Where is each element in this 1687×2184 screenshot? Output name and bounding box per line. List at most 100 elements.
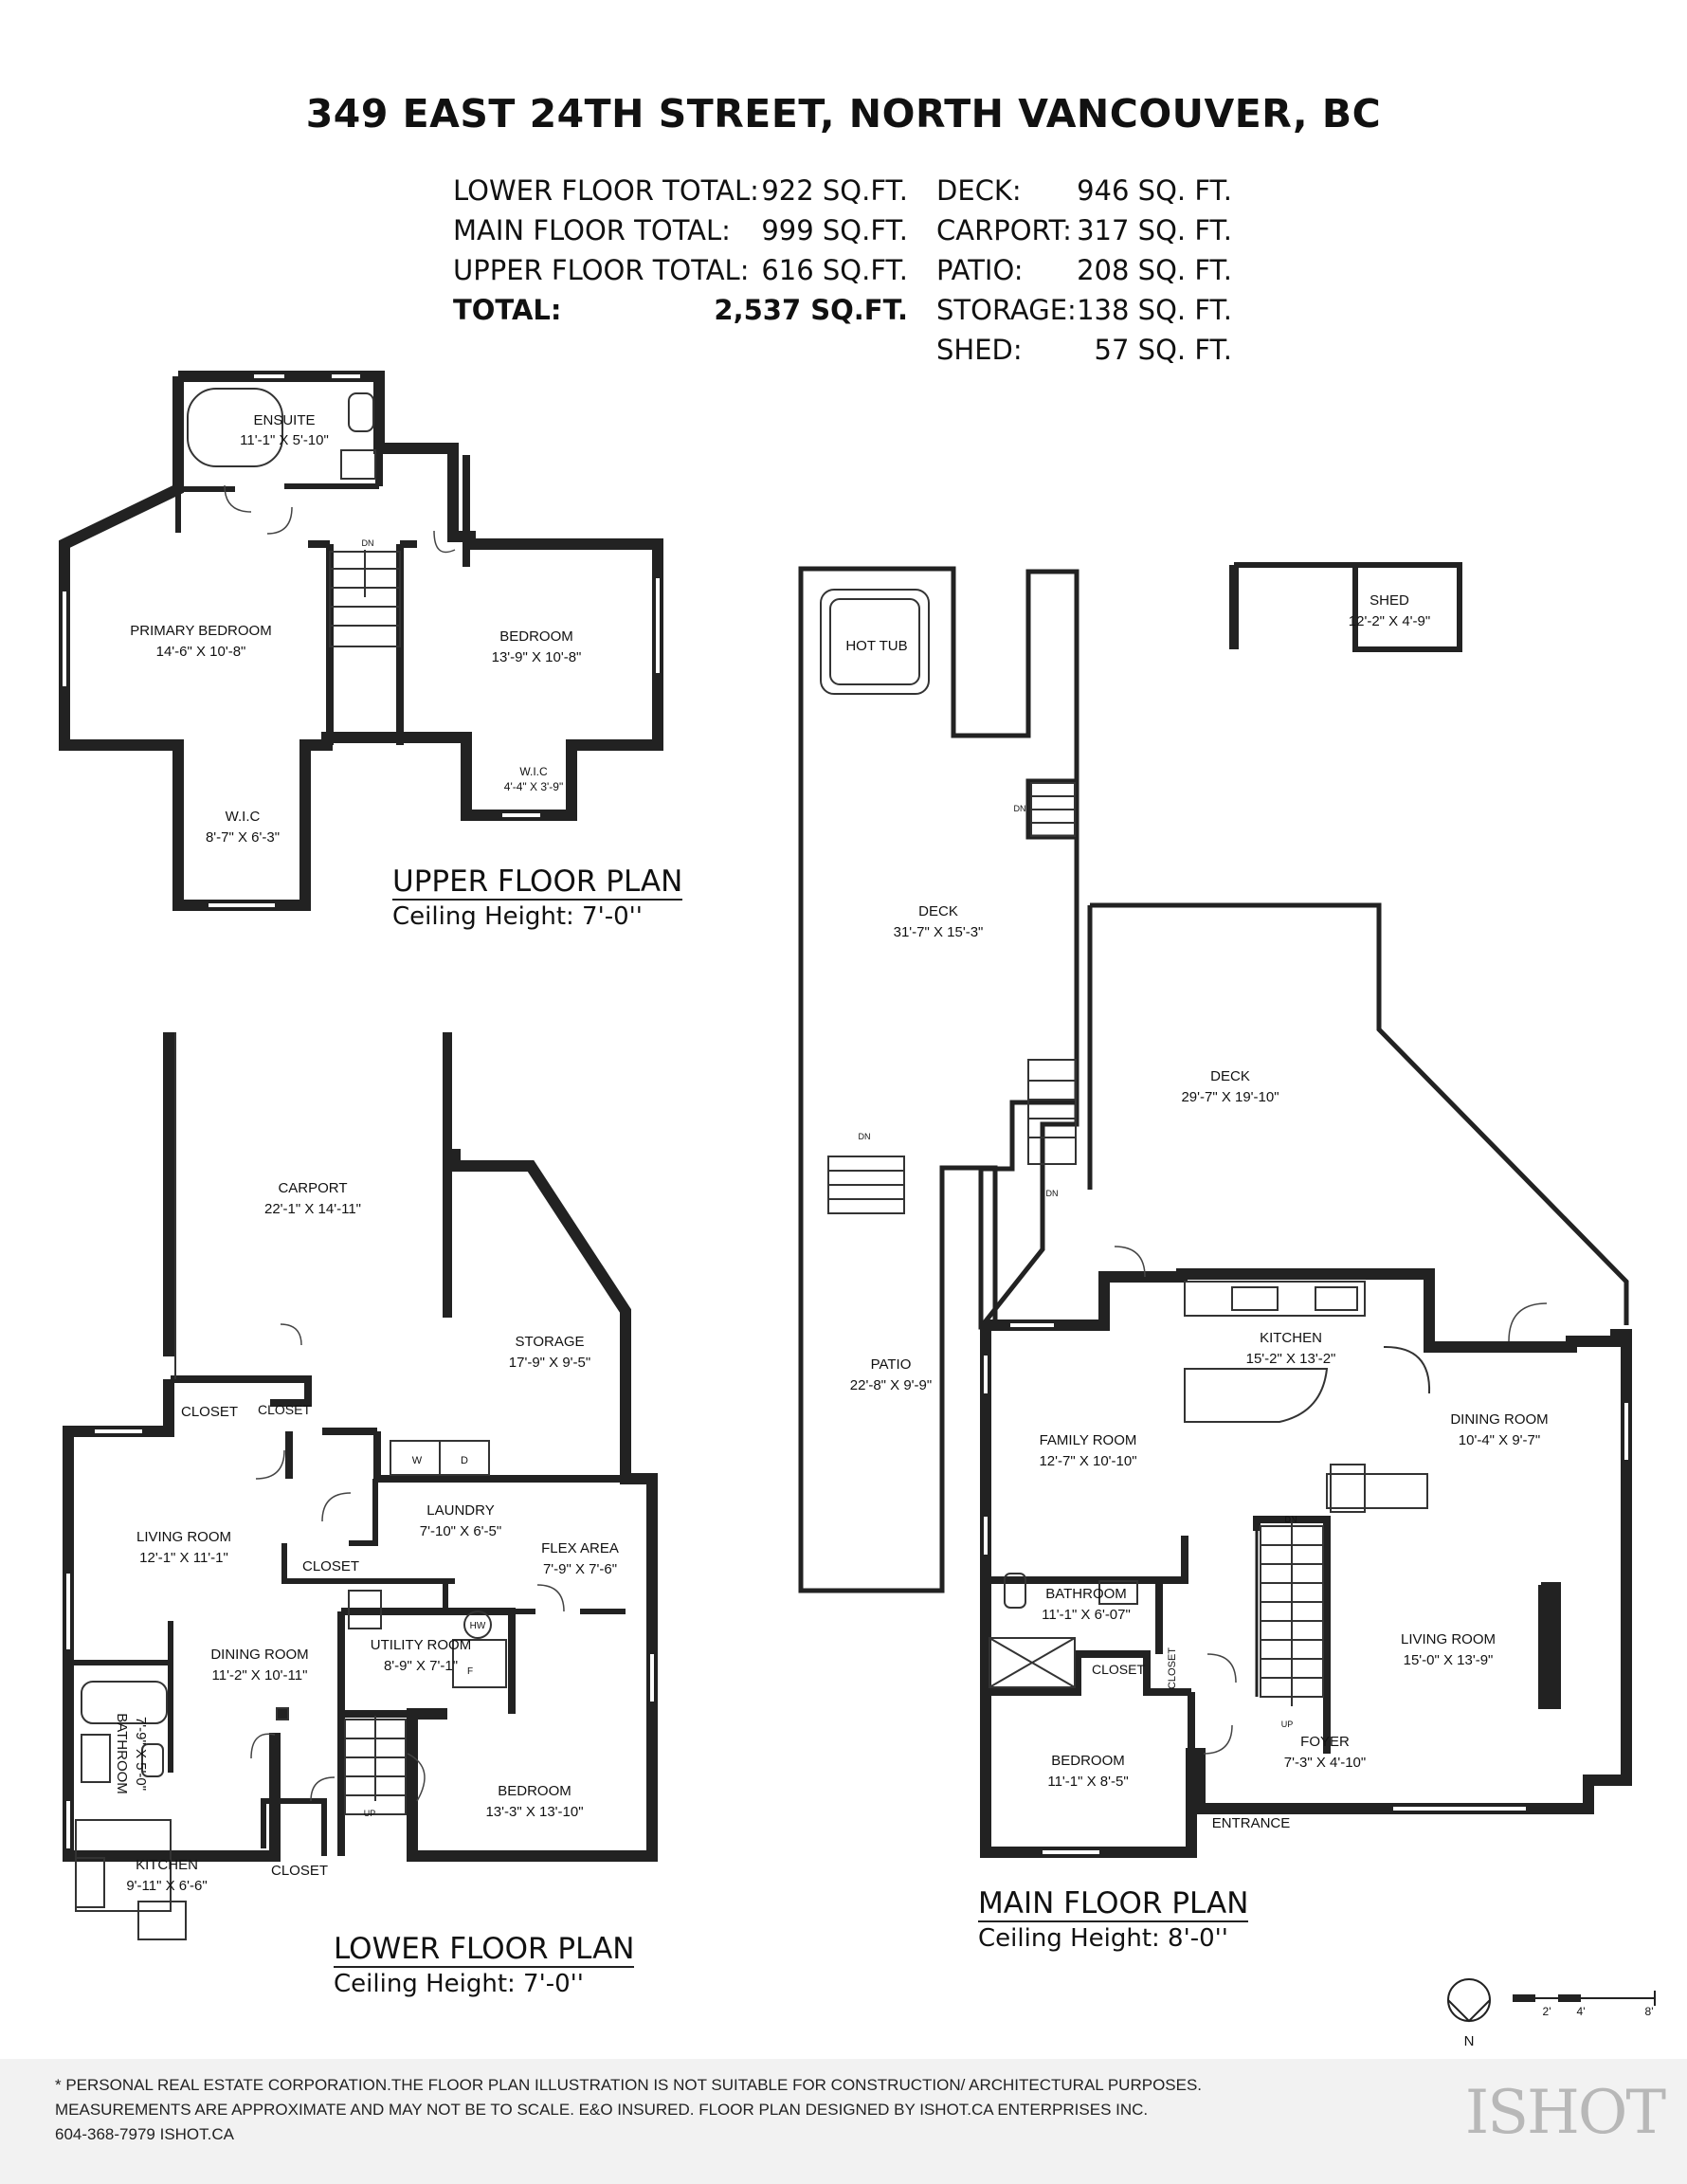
lower-flex-area-label: FLEX AREA (541, 1540, 619, 1556)
lower-bedroom-dim: 13'-3" X 13'-10" (485, 1804, 583, 1820)
lower-utility-room-dim: 8'-9" X 7'-1" (384, 1658, 458, 1674)
main-dining-room-label: DINING ROOM (1450, 1411, 1548, 1428)
windows (63, 374, 1628, 1854)
area-label: SHED: (936, 334, 1023, 366)
main-bathroom-label: BATHROOM (1045, 1586, 1127, 1602)
main-deck2-dim: 29'-7" X 19'-10" (1181, 1089, 1279, 1105)
lower-flex-area-dim: 7'-9" X 7'-6" (543, 1561, 617, 1577)
main-shed-label: SHED (1370, 592, 1409, 609)
upper-ensuite-label: ENSUITE (253, 412, 315, 428)
area-label: TOTAL: (453, 294, 562, 326)
ishot-logo: ISHOT (1464, 2078, 1666, 2148)
main-foyer-label: FOYER (1300, 1734, 1350, 1750)
disclaimer: * PERSONAL REAL ESTATE CORPORATION.THE F… (55, 2073, 1202, 2147)
post-icon (276, 1707, 289, 1720)
fixtures (75, 388, 1431, 1940)
counter-icon (1326, 1473, 1428, 1509)
upper-floor-plan-title: UPPER FLOOR PLAN Ceiling Height: 7'-0'' (392, 864, 683, 931)
area-value: 57 SQ. FT. (1094, 334, 1232, 366)
main-family-room-dim: 12'-7" X 10'-10" (1039, 1453, 1136, 1469)
main-shed-dim: 12'-2" X 4'-9" (1349, 613, 1430, 629)
kitchen-counter-icon (1184, 1281, 1366, 1317)
main-bathroom-dim: 11'-1" X 6'-07" (1042, 1607, 1131, 1623)
lower-stairs-icon (344, 1716, 407, 1815)
main-dining-room-dim: 10'-4" X 9'-7" (1459, 1432, 1540, 1448)
lower-floor-plan-title: LOWER FLOOR PLAN Ceiling Height: 7'-0'' (334, 1932, 635, 1998)
lower-carport-dim: 22'-1" X 14'-11" (264, 1201, 361, 1217)
sink-icon (1098, 1580, 1138, 1605)
lower-bathroom-dim: 7'-9" X 5'-0" (133, 1717, 149, 1791)
washer-label: W (412, 1455, 423, 1466)
scale-and-north: N 2' 4' 8' (1447, 1978, 1656, 2049)
lower-living-room-label: LIVING ROOM (136, 1529, 231, 1545)
shower-icon (989, 1637, 1076, 1688)
dryer-label: D (461, 1455, 468, 1466)
lower-closet4-label: CLOSET (271, 1863, 328, 1879)
deck-stairs-icon (827, 782, 1077, 1214)
lower-living-room-dim: 12'-1" X 11'-1" (139, 1550, 228, 1566)
ceiling-height: Ceiling Height: 7'-0'' (392, 899, 683, 931)
area-value: 922 SQ.FT. (761, 174, 908, 207)
ceiling-height: Ceiling Height: 8'-0'' (978, 1920, 1249, 1953)
lower-kitchen-dim: 9'-11" X 6'-6" (126, 1878, 207, 1894)
lower-bedroom-label: BEDROOM (498, 1783, 571, 1799)
scale-tick-8: 8' (1645, 2005, 1654, 2018)
bathtub-icon (187, 388, 283, 467)
lower-laundry-dim: 7'-10" X 6'-5" (420, 1523, 501, 1539)
main-stairs-up: UP (1281, 1720, 1294, 1729)
scale-tick-4: 4' (1577, 2005, 1586, 2018)
footer-band (0, 2059, 1687, 2184)
lower-bathroom-label: BATHROOM (114, 1713, 130, 1794)
plan-name: UPPER FLOOR PLAN (392, 864, 683, 899)
ceiling-height: Ceiling Height: 7'-0'' (334, 1966, 635, 1998)
main-living-room-label: LIVING ROOM (1401, 1631, 1496, 1647)
upper-wic2-label: W.I.C (519, 765, 548, 778)
furnace-label: F (467, 1666, 473, 1677)
main-patio-label: PATIO (871, 1356, 912, 1373)
shed-walls (1229, 562, 1462, 652)
upper-wic2-dim: 4'-4" X 3'-9" (504, 780, 563, 793)
area-label: PATIO: (936, 254, 1024, 286)
disclaimer-contact: 604-368-7979 ISHOT.CA (55, 2125, 234, 2143)
fridge-icon (75, 1857, 105, 1908)
lower-laundry-label: LAUNDRY (426, 1502, 494, 1519)
main-patio-dim: 22'-8" X 9'-9" (850, 1377, 932, 1393)
toilet-icon (348, 392, 374, 432)
lower-closet1-label: CLOSET (181, 1404, 238, 1420)
upper-bedroom-dim: 13'-9" X 10'-8" (492, 649, 582, 665)
lower-closet3-label: CLOSET (302, 1558, 359, 1574)
main-deck1-label: DECK (918, 903, 958, 919)
bathtub-icon (81, 1681, 168, 1724)
area-value: 616 SQ.FT. (761, 254, 908, 286)
main-stairs-dn: DN (1285, 1515, 1297, 1524)
kitchen-island-icon (1184, 1368, 1329, 1423)
area-label: DECK: (936, 174, 1022, 207)
hot-water-label: HW (470, 1621, 486, 1631)
upper-ensuite-dim: 11'-1" X 5'-10" (240, 432, 329, 448)
scale-tick-2: 2' (1543, 2005, 1551, 2018)
lower-closet2-label: CLOSET (258, 1402, 311, 1417)
main-floor-walls (980, 1268, 1632, 1858)
main-stairs-icon (1260, 1517, 1324, 1706)
main-deck1-dim: 31'-7" X 15'-3" (894, 924, 984, 940)
area-value: 208 SQ. FT. (1077, 254, 1232, 286)
lower-carport-label: CARPORT (278, 1180, 347, 1196)
area-label: STORAGE: (936, 294, 1077, 326)
main-closet1-label: CLOSET (1092, 1662, 1145, 1677)
main-family-room-label: FAMILY ROOM (1040, 1432, 1137, 1448)
upper-stairs-dn: DN (362, 538, 374, 548)
lower-utility-room-label: UTILITY ROOM (371, 1637, 471, 1653)
deck-stairs-dn3: DN (1046, 1189, 1059, 1198)
disclaimer-line: * PERSONAL REAL ESTATE CORPORATION.THE F… (55, 2076, 1203, 2094)
lower-stairs-up: UP (364, 1809, 376, 1818)
lower-kitchen-label: KITCHEN (136, 1857, 198, 1873)
area-value: 999 SQ.FT. (761, 214, 908, 246)
area-value: 317 SQ. FT. (1077, 214, 1232, 246)
upper-primary-bedroom-label: PRIMARY BEDROOM (130, 623, 271, 639)
utility-sink-icon (348, 1590, 382, 1629)
main-bedroom-label: BEDROOM (1051, 1753, 1125, 1769)
lower-dining-room-dim: 11'-2" X 10'-11" (212, 1667, 308, 1684)
main-hot-tub-label: HOT TUB (845, 638, 907, 654)
lower-storage-label: STORAGE (515, 1334, 584, 1350)
lower-dining-room-label: DINING ROOM (210, 1647, 308, 1663)
